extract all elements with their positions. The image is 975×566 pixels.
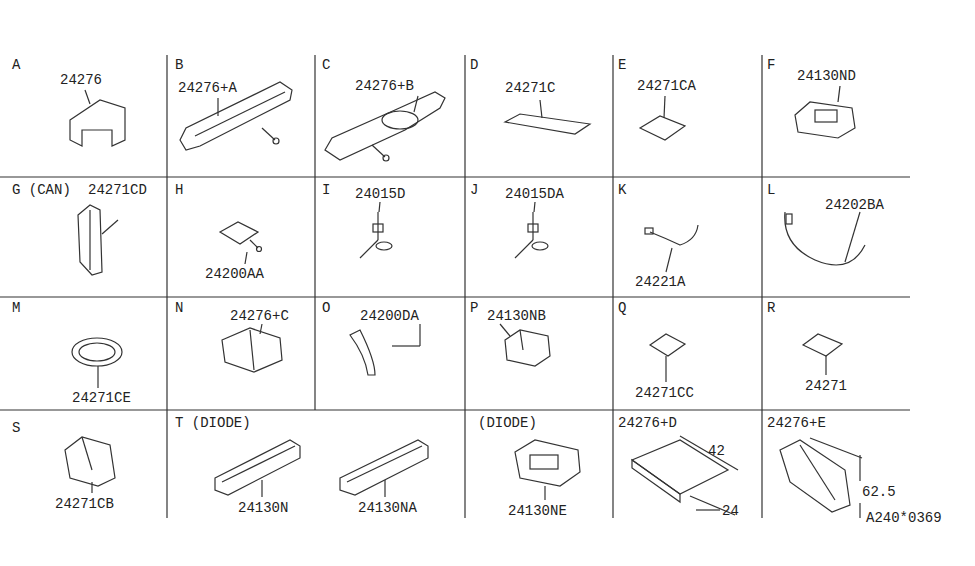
callout-label: 24200DA — [360, 308, 419, 324]
callout-label: Q — [618, 300, 626, 316]
callout-label: 24276+D — [618, 415, 677, 431]
callout-label: 24202BA — [825, 197, 884, 213]
callout-label: 24015D — [355, 186, 405, 202]
callout-label: 24130NB — [487, 308, 546, 324]
callout-label: 24130ND — [797, 68, 856, 84]
callout-label: F — [767, 57, 775, 73]
callout-label: 24271CD — [88, 182, 147, 198]
callout-label: L — [767, 182, 775, 198]
callout-label: 24271C — [505, 80, 555, 96]
callout-label: 42 — [708, 443, 725, 459]
callout-label: 24271CC — [635, 385, 694, 401]
callout-label: 24271CA — [637, 78, 696, 94]
callout-label: A — [12, 57, 20, 73]
callout-label: 24276+A — [178, 80, 237, 96]
callout-label: 24200AA — [205, 266, 264, 282]
callout-label: 24276 — [60, 72, 102, 88]
callout-label: 24130NE — [508, 503, 567, 519]
callout-label: 24271 — [805, 378, 847, 394]
callout-label: I — [322, 182, 330, 198]
callout-label: T (DIODE) — [175, 415, 251, 431]
callout-label: 24276+C — [230, 308, 289, 324]
callout-label: R — [767, 300, 775, 316]
callout-label: 24015DA — [505, 186, 564, 202]
callout-label: 24271CB — [55, 496, 114, 512]
callout-label: 24276+E — [767, 415, 826, 431]
callout-label: (DIODE) — [478, 415, 537, 431]
callout-label: D — [470, 57, 478, 73]
figure-code: A240*0369 — [866, 510, 942, 526]
callout-label: 24221A — [635, 274, 685, 290]
callout-label: K — [618, 182, 626, 198]
callout-label: J — [470, 182, 478, 198]
callout-label: 24130NA — [358, 500, 417, 516]
callout-label: P — [470, 300, 478, 316]
callout-label: 24130N — [238, 500, 288, 516]
callout-label: G (CAN) — [12, 182, 71, 198]
callout-label: N — [175, 300, 183, 316]
callout-label: H — [175, 182, 183, 198]
callout-label: E — [618, 57, 626, 73]
callout-label: 24 — [722, 503, 739, 519]
callout-label: M — [12, 300, 20, 316]
callout-label: C — [322, 57, 330, 73]
callout-label: B — [175, 57, 183, 73]
callout-label: O — [322, 300, 330, 316]
callout-label: 24276+B — [355, 78, 414, 94]
callout-label: 24271CE — [72, 390, 131, 406]
callout-label: S — [12, 420, 20, 436]
callout-label: 62.5 — [862, 484, 896, 500]
